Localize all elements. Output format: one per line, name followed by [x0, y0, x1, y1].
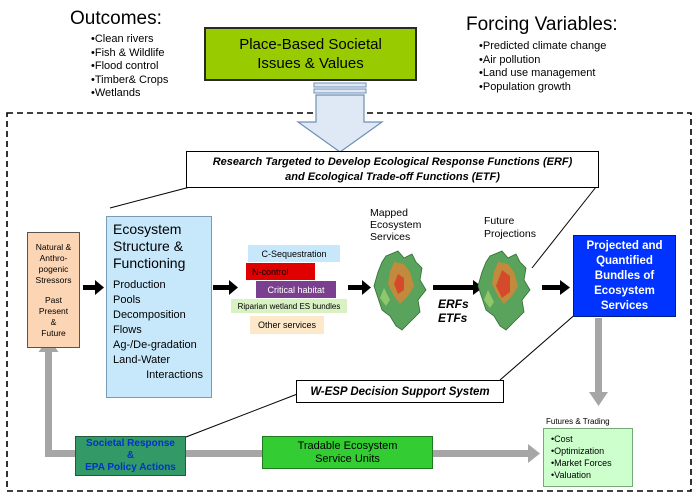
erfs-line: ERFs	[438, 297, 469, 311]
ecosystem-item: Decomposition	[113, 309, 186, 321]
forcing-item: •Air pollution	[479, 53, 541, 66]
societal-line: EPA Policy Actions	[85, 462, 176, 473]
outcomes-title: Outcomes:	[70, 8, 162, 29]
projected-line: Projected and	[586, 239, 663, 252]
futures-item: •Market Forces	[551, 458, 612, 468]
ecosystem-item: Production	[113, 279, 166, 291]
stressors-line: pogenic	[38, 263, 69, 274]
etfs-line: ETFs	[438, 311, 468, 325]
research-line1: Research Targeted to Develop Ecological …	[212, 155, 573, 168]
societal-line: Societal Response	[86, 438, 175, 449]
outcome-item: •Flood control	[91, 60, 159, 72]
forcing-item: •Land use management	[479, 67, 596, 79]
tag-label: Critical habitat	[267, 284, 325, 295]
outcomes-list: •Clean rivers •Fish & Wildlife •Flood co…	[91, 33, 168, 101]
stressors-line: &	[50, 316, 57, 327]
futures-trading-title: Futures & Trading	[546, 417, 610, 426]
stressors-line: Present	[38, 305, 69, 316]
tradable-units-box: Tradable Ecosystem Service Units	[262, 436, 433, 469]
futures-item: •Valuation	[551, 470, 592, 480]
future-projections-map	[477, 250, 531, 331]
wesp-box: W-ESP Decision Support System	[296, 380, 504, 403]
futures-item: •Optimization	[551, 446, 605, 456]
flow-arrow-1	[83, 280, 104, 295]
stressors-line: Past	[44, 294, 62, 305]
mapped-services-label: Mapped Ecosystem Services	[370, 207, 421, 243]
future-line: Projections	[484, 228, 536, 240]
ecosystem-box: Ecosystem Structure & Functioning Produc…	[106, 216, 212, 398]
mapped-line: Mapped	[370, 207, 408, 219]
tag-c-sequestration: C-Sequestration	[248, 245, 340, 262]
ecosystem-item: Ag-/De-gradation	[113, 339, 197, 351]
ecosystem-title-line: Ecosystem	[113, 221, 182, 237]
societal-issues-box: Place-Based Societal Issues & Values	[204, 27, 417, 81]
societal-issues-line1: Place-Based Societal	[239, 36, 382, 53]
tag-critical-habitat: Critical habitat	[256, 281, 336, 298]
forcing-item: •Predicted climate change	[479, 40, 607, 52]
mapped-line: Services	[370, 231, 411, 243]
mapped-line: Ecosystem	[370, 219, 422, 231]
societal-issues-line2: Issues & Values	[257, 55, 364, 72]
research-box: Research Targeted to Develop Ecological …	[186, 151, 599, 188]
tag-riparian-bundles: Riparian wetland ES bundles	[231, 299, 347, 313]
futures-trading-box: •Cost •Optimization •Market Forces •Valu…	[543, 428, 633, 487]
flow-arrow-3	[348, 280, 371, 295]
flow-arrow-4	[433, 280, 483, 295]
stressors-line: Natural &	[35, 241, 72, 252]
ecosystem-title: Ecosystem Structure & Functioning	[113, 221, 205, 272]
tradable-line: Tradable Ecosystem	[297, 439, 398, 452]
tag-label: C-Sequestration	[261, 248, 327, 259]
mapped-services-map	[373, 250, 427, 331]
future-line: Future	[484, 215, 515, 227]
down-block-arrow	[296, 82, 384, 153]
stressors-line: Stressors	[35, 274, 72, 285]
ecosystem-items: Production Pools Decomposition Flows Ag-…	[113, 278, 205, 383]
flow-arrow-2	[213, 280, 238, 295]
outcome-item: •Timber& Crops	[91, 73, 169, 86]
ecosystem-title-line: Structure &	[113, 238, 184, 254]
gray-arrow-down	[589, 318, 608, 406]
projected-line: Services	[600, 299, 649, 312]
outcome-item: •Fish & Wildlife	[91, 46, 165, 59]
erfs-etfs-label: ERFs ETFs	[438, 297, 469, 325]
outcome-item: •Wetlands	[91, 87, 141, 99]
societal-line: &	[126, 450, 135, 461]
ecosystem-item: Land-Water	[113, 354, 171, 366]
futures-item: •Cost	[551, 434, 573, 444]
ecosystem-item: Pools	[113, 294, 141, 306]
tag-n-control: N-control	[246, 263, 315, 280]
projected-line: Bundles of	[594, 269, 655, 282]
forcing-item: •Population growth	[479, 80, 571, 93]
tag-label: Riparian wetland ES bundles	[237, 301, 341, 311]
forcing-title: Forcing Variables:	[466, 14, 618, 35]
ecosystem-title-line: Functioning	[113, 255, 186, 271]
future-projections-label: Future Projections	[484, 215, 536, 241]
tradable-line: Service Units	[315, 452, 380, 465]
tag-label: N-control	[252, 266, 289, 277]
research-line2: and Ecological Trade-off Functions (ETF)	[285, 170, 500, 183]
forcing-list: •Predicted climate change •Air pollution…	[479, 40, 606, 94]
tag-other-services: Other services	[250, 316, 324, 334]
stressors-box: Natural & Anthro- pogenic Stressors Past…	[27, 232, 80, 348]
projected-line: Ecosystem	[594, 284, 655, 297]
tag-label: Other services	[257, 320, 317, 330]
stressors-line: Future	[41, 327, 66, 338]
projected-line: Quantified	[596, 254, 653, 267]
stressors-line: Anthro-	[39, 252, 68, 263]
projected-bundles-box: Projected and Quantified Bundles of Ecos…	[573, 235, 676, 317]
ecosystem-item: Flows	[113, 324, 142, 336]
flow-arrow-5	[542, 280, 570, 295]
societal-response-box: Societal Response & EPA Policy Actions	[75, 436, 186, 476]
ecosystem-item: Interactions	[146, 369, 203, 381]
outcome-item: •Clean rivers	[91, 33, 154, 45]
